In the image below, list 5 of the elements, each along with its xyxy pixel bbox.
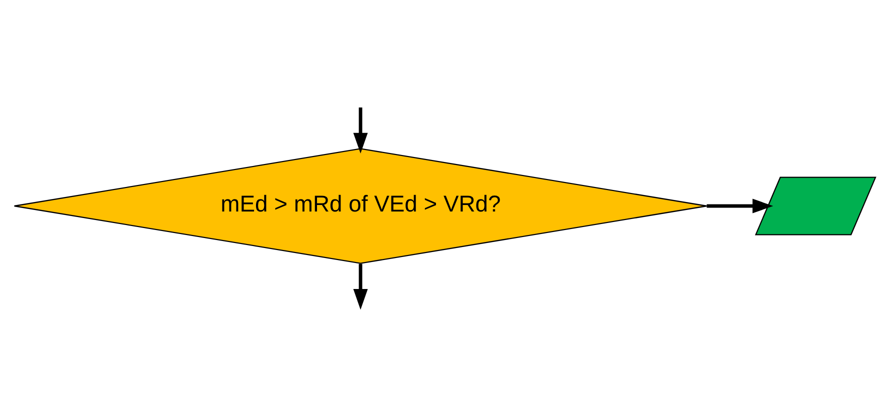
node-diamond: mEd > mRd of VEd > VRd? bbox=[14, 148, 708, 264]
node-parallelogram bbox=[754, 176, 876, 236]
arrow bbox=[353, 264, 368, 310]
arrow bbox=[706, 198, 774, 214]
arrow bbox=[353, 107, 368, 154]
